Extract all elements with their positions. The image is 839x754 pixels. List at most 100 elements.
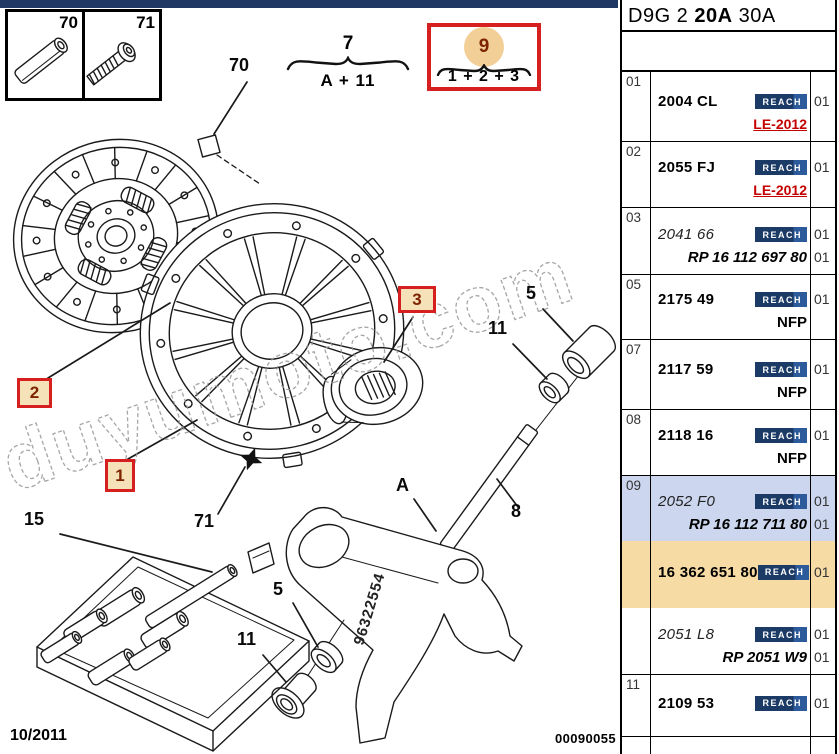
group-7-formula: A + 11 [320,70,376,90]
callout-sleeve-top: 5 [526,283,537,303]
callout-bolt: 71 [194,511,215,531]
reach-badge[interactable]: REACH [755,695,807,711]
ring-bottom-drawing [310,640,344,674]
table-row-partial [622,737,835,754]
callout-ring-top: 11 [488,318,508,338]
row-number: 08 [622,410,651,475]
replacement-part: RP 16 112 711 80 [688,516,807,533]
part-number: 2175 49 [658,291,715,308]
row-number: 11 [622,675,651,736]
fork-drawing: 96322554 [247,506,523,744]
brace-icon [286,55,410,71]
part-number: 2055 FJ [658,159,716,176]
bushing-bottom-drawing [271,672,317,719]
reach-badge[interactable]: REACH [755,94,807,109]
release-bearing-drawing [322,346,424,426]
table-row[interactable]: 01 2004 CL REACH LE-2012 01 [622,72,835,142]
group-9-badge[interactable]: 9 [464,27,504,67]
inset-bolt-label: 71 [136,13,155,32]
sleeve-top-drawing [561,324,617,380]
part-number: 2052 F0 [658,493,716,510]
callout-pin: 70 [229,55,250,75]
bolt-drawing [86,42,136,86]
qty: 01 [814,493,830,509]
part-note: NFP [777,450,807,467]
callout-plate-box[interactable]: 1 [105,459,135,492]
part-number: 2118 16 [658,427,714,444]
qty: 01 [814,626,830,642]
row-number: 07 [622,340,651,409]
exploded-diagram: 96322554 [0,37,617,752]
qty: 01 [814,694,830,711]
callout-disc-box[interactable]: 2 [17,378,52,408]
qty: 01 [814,563,830,580]
reach-badge[interactable]: REACH [755,362,807,377]
inset-legend: 70 71 [5,9,162,101]
reach-badge[interactable]: REACH [757,564,810,580]
catalog-code: D9G 2 20A 30A [622,0,835,32]
part-note-link[interactable]: LE-2012 [753,182,807,198]
row-number: 09 [622,476,651,541]
panel-spacer [622,32,835,72]
part-note-link[interactable]: LE-2012 [753,116,807,132]
row-number: 02 [622,142,651,207]
parts-panel: D9G 2 20A 30A 01 2004 CL REACH LE-2012 01… [620,0,837,754]
part-number: 2109 53 [658,694,715,712]
callout-kit: 15 [24,509,45,529]
qty: 01 [814,516,830,532]
callout-ring-bottom: 11 [237,629,257,649]
table-row[interactable]: 2051 L8 REACH RP 2051 W9 01 01 [622,608,835,675]
star-pointer [239,447,263,471]
qty: 01 [814,649,830,665]
part-number: 2117 59 [658,361,714,378]
row-number: 01 [622,72,651,141]
row-number [622,608,651,674]
pointer-lines [47,81,574,683]
replacement-part: RP 2051 W9 [722,649,808,666]
row-number [622,541,651,608]
row-number: 05 [622,275,651,339]
qty: 01 [814,361,830,377]
shaft-drawing [439,424,539,552]
reach-badge[interactable]: REACH [755,292,807,307]
part-number: 2041 66 [658,226,715,243]
callout-fork: A [396,475,409,495]
part-note: NFP [777,314,807,331]
table-row[interactable]: 02 2055 FJ REACH LE-2012 01 [622,142,835,208]
reach-badge[interactable]: REACH [755,227,807,242]
part-note: NFP [777,384,807,401]
group-7: 7 A + 11 [283,33,413,91]
brace-icon [436,64,532,76]
table-row[interactable]: 05 2175 49 REACH NFP 01 [622,275,835,340]
group-9: 9 1 + 2 + 3 [427,23,541,91]
reach-badge[interactable]: REACH [755,428,807,443]
reach-badge[interactable]: REACH [755,627,807,642]
table-row-highlighted[interactable]: 09 2052 F0 REACH RP 16 112 711 80 01 01 [622,476,835,541]
group-7-label: 7 [342,33,354,54]
part-number: 16 362 651 80 [658,563,758,581]
qty: 01 [814,159,830,175]
reach-badge[interactable]: REACH [755,160,807,175]
qty: 01 [814,291,830,307]
reach-badge[interactable]: REACH [755,494,807,509]
callout-bearing-box[interactable]: 3 [398,286,436,313]
callout-sleeve-bottom: 5 [273,579,284,599]
table-row[interactable]: 07 2117 59 REACH NFP 01 [622,340,835,410]
ring-top-drawing [538,372,570,404]
qty: 01 [814,226,830,242]
top-accent-strip [0,0,618,8]
qty: 01 [814,93,830,109]
table-row[interactable]: 11 2109 53 REACH 01 [622,675,835,737]
inset-cell-pin: 70 [8,12,85,98]
part-number: 2004 CL [658,93,718,110]
part-number: 2051 L8 [658,626,715,643]
qty: 01 [814,249,830,265]
group-9-formula: 1 + 2 + 3 [447,68,521,86]
kit-box-drawing [36,556,310,752]
row-number: 03 [622,208,651,274]
edition-date: 10/2011 [10,727,67,744]
